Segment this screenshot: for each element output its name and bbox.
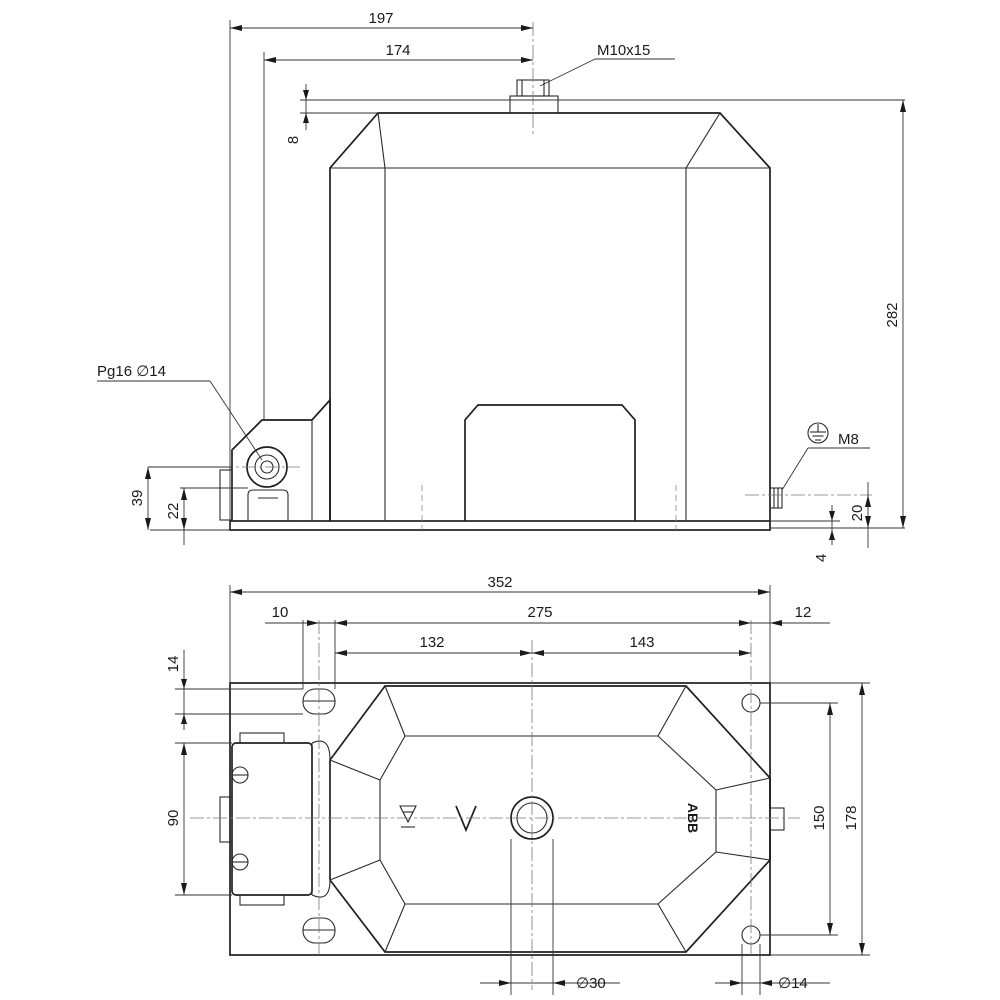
direction-arrow-icon xyxy=(455,805,477,833)
top-bolt-stud xyxy=(509,79,559,114)
dim-132-label: 132 xyxy=(419,634,444,651)
dim-197-label: 197 xyxy=(368,10,393,27)
terminal-box-plan xyxy=(219,732,331,906)
housing-chamfer-edges xyxy=(330,112,770,521)
cable-gland-label: Pg16 ∅14 xyxy=(97,363,166,380)
base-plate xyxy=(229,520,771,531)
earth-screw xyxy=(769,487,783,509)
dim-352-label: 352 xyxy=(487,574,512,591)
dim-12-label: 12 xyxy=(795,604,812,621)
plan-view: ABB 352 10 275 12 xyxy=(165,574,870,995)
dim-275-label: 275 xyxy=(527,604,552,621)
earth-ground-icon xyxy=(807,422,829,444)
dim-hole14-label: ∅14 xyxy=(778,975,808,992)
high-voltage-warning-icon xyxy=(399,805,417,828)
earth-thread-label: M8 xyxy=(838,431,859,448)
dim-143-label: 143 xyxy=(629,634,654,651)
housing-bevel-edges xyxy=(329,685,771,953)
dim-39-label: 39 xyxy=(129,490,146,507)
dim-282-label: 282 xyxy=(884,302,901,327)
dim-4-label: 4 xyxy=(813,554,830,562)
dim-10-label: 10 xyxy=(272,604,289,621)
earth-screw-plan xyxy=(769,807,785,831)
housing-top-face xyxy=(379,735,717,905)
bolt-thread-label: M10x15 xyxy=(597,42,650,59)
terminal-window xyxy=(464,404,636,521)
cable-gland-box xyxy=(219,397,331,521)
dim-hole30-label: ∅30 xyxy=(576,975,606,992)
dim-20-label: 20 xyxy=(849,505,866,522)
dim-90-label: 90 xyxy=(165,810,182,827)
dim-22-label: 22 xyxy=(165,503,182,520)
dim-8-label: 8 xyxy=(285,136,302,144)
housing-top-outline xyxy=(329,685,771,953)
front-view: 197 174 M10x15 8 282 Pg16 ∅14 xyxy=(97,10,906,562)
dim-14-label: 14 xyxy=(165,656,182,673)
dim-150-label: 150 xyxy=(811,805,828,830)
housing-outline xyxy=(329,112,771,521)
dim-178-label: 178 xyxy=(843,805,860,830)
dim-174-label: 174 xyxy=(385,42,410,59)
